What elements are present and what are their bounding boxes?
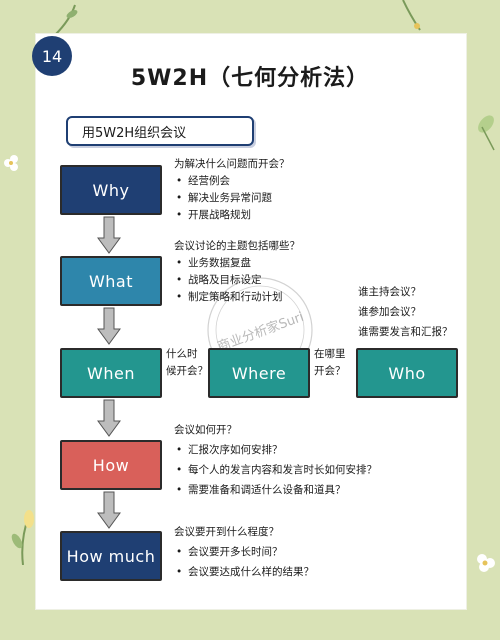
down-arrow-icon bbox=[97, 307, 121, 345]
how-much-item: 会议要开多长时间？ bbox=[174, 542, 314, 562]
why-item: 经营例会 bbox=[174, 173, 290, 190]
how-much-question: 会议要开到什么程度？ bbox=[174, 526, 279, 538]
page-title: 5W2H（七何分析法） bbox=[130, 66, 370, 91]
how-question: 会议如何开？ bbox=[174, 424, 237, 436]
where-box: Where bbox=[208, 348, 310, 398]
who-box: Who bbox=[356, 348, 458, 398]
leaf-decoration-top bbox=[54, 4, 78, 36]
what-question: 会议讨论的主题包括哪些？ bbox=[174, 240, 300, 252]
how-much-box: How much bbox=[60, 531, 162, 581]
what-item: 业务数据复盘 bbox=[174, 255, 300, 272]
why-item: 解决业务异常问题 bbox=[174, 190, 290, 207]
when-question-line: 候开会？ bbox=[166, 365, 208, 377]
flower-decoration-left bbox=[4, 155, 18, 171]
flower-decoration-right bbox=[478, 115, 495, 151]
why-description: 为解决什么问题而开会？ 经营例会 解决业务异常问题 开展战略规划 bbox=[174, 156, 290, 224]
branch-decoration-top-right bbox=[402, 0, 421, 31]
how-box: How bbox=[60, 440, 162, 490]
where-question-line: 在哪里 bbox=[314, 348, 346, 360]
what-item: 战略及目标设定 bbox=[174, 272, 300, 289]
who-question: 谁需要发言和汇报？ bbox=[358, 326, 453, 338]
page-number-badge: 14 bbox=[32, 36, 72, 76]
down-arrow-icon bbox=[97, 491, 121, 529]
who-questions: 谁主持会议？ 谁参加会议？ 谁需要发言和汇报？ bbox=[358, 282, 453, 342]
who-question: 谁参加会议？ bbox=[358, 306, 421, 318]
how-item: 每个人的发言内容和发言时长如何安排？ bbox=[174, 460, 377, 480]
when-question-line: 什么时 bbox=[166, 348, 198, 360]
what-item: 制定策略和行动计划 bbox=[174, 289, 300, 306]
why-box: Why bbox=[60, 165, 162, 215]
down-arrow-icon bbox=[97, 399, 121, 437]
flower-decoration-bottom-right bbox=[477, 554, 495, 572]
when-question: 什么时 候开会？ bbox=[166, 346, 208, 380]
why-question: 为解决什么问题而开会？ bbox=[174, 158, 290, 170]
section-subtitle: 用5W2H组织会议 bbox=[66, 116, 254, 146]
where-question-line: 开会？ bbox=[314, 365, 346, 377]
down-arrow-icon bbox=[97, 216, 121, 254]
plant-decoration-bottom-left bbox=[11, 510, 34, 565]
how-much-description: 会议要开到什么程度？ 会议要开多长时间？ 会议要达成什么样的结果？ bbox=[174, 522, 314, 582]
when-box: When bbox=[60, 348, 162, 398]
what-box: What bbox=[60, 256, 162, 306]
how-description: 会议如何开？ 汇报次序如何安排？ 每个人的发言内容和发言时长如何安排？ 需要准备… bbox=[174, 420, 377, 500]
who-question: 谁主持会议？ bbox=[358, 286, 421, 298]
where-question: 在哪里 开会？ bbox=[314, 346, 346, 380]
how-much-item: 会议要达成什么样的结果？ bbox=[174, 562, 314, 582]
why-item: 开展战略规划 bbox=[174, 207, 290, 224]
what-description: 会议讨论的主题包括哪些？ 业务数据复盘 战略及目标设定 制定策略和行动计划 bbox=[174, 238, 300, 306]
how-item: 需要准备和调适什么设备和道具？ bbox=[174, 480, 377, 500]
how-item: 汇报次序如何安排？ bbox=[174, 440, 377, 460]
